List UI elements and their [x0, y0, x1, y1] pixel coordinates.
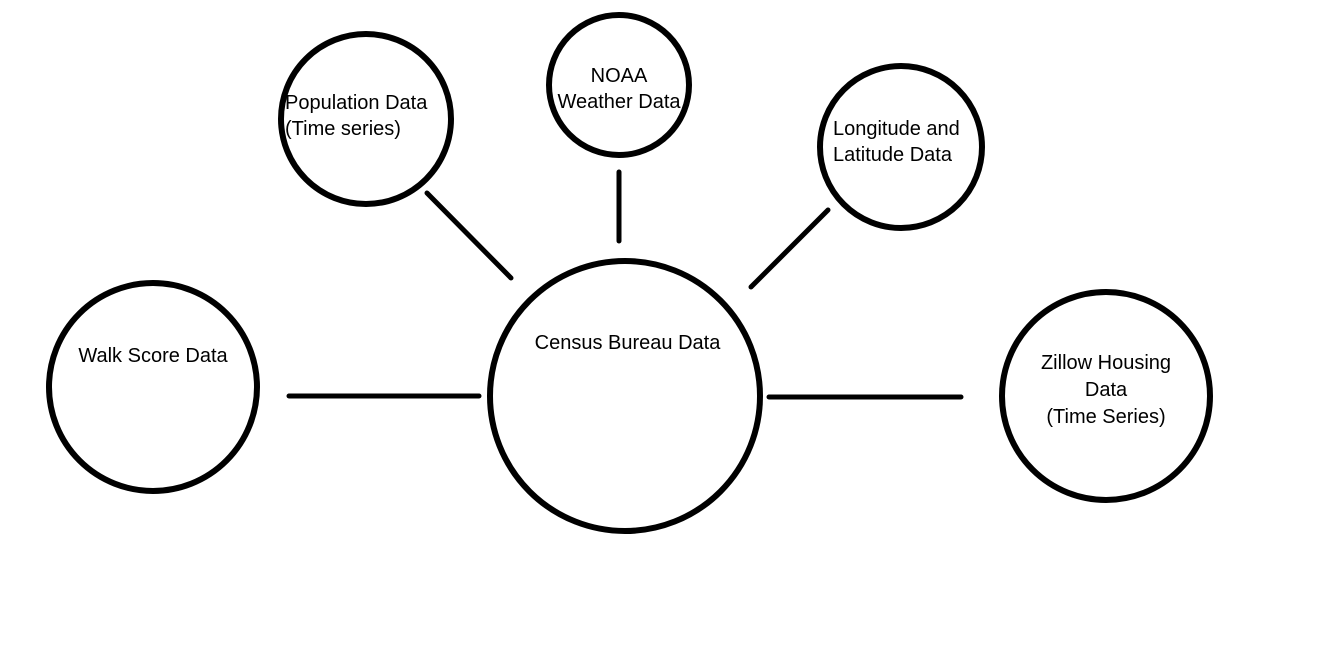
noaa-node-circle: [546, 12, 692, 158]
edge-population-census: [424, 190, 514, 281]
zillow-node-circle: [999, 289, 1213, 503]
longitude-node-circle: [817, 63, 985, 231]
census-node-label: Census Bureau Data: [534, 332, 721, 354]
census-node-circle: [487, 258, 763, 534]
zillow-node-label: Zillow Housing Data (Time Series): [1040, 352, 1172, 428]
edge-longitude-census: [748, 207, 831, 290]
population-node-label: Population Data (Time series): [285, 92, 428, 140]
walk-score-node-circle: [46, 280, 260, 494]
longitude-node-label: Longitude and Latitude Data: [833, 118, 960, 166]
population-node-circle: [278, 31, 454, 207]
walk-score-node-label: Walk Score Data: [78, 345, 228, 367]
noaa-node-label: NOAA Weather Data: [557, 65, 681, 113]
